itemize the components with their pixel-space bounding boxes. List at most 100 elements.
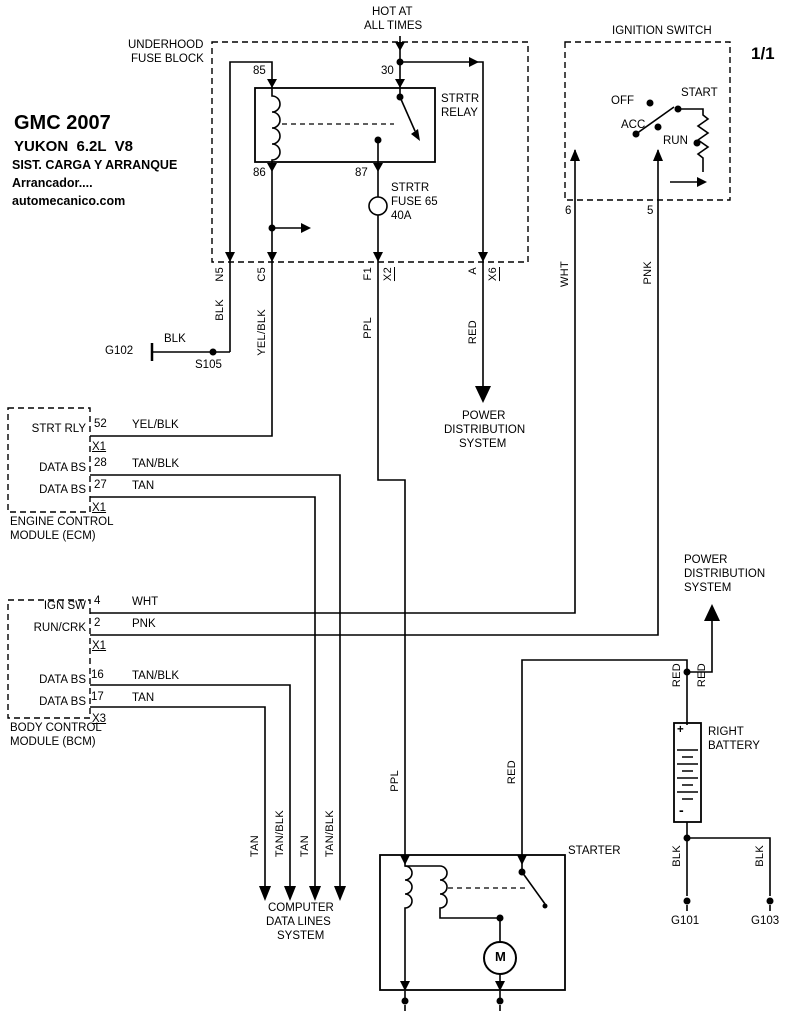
arrowheads — [225, 42, 720, 991]
relay-pin-86: 86 — [253, 167, 266, 179]
title-make-year: GMC 2007 — [14, 112, 111, 134]
fuse-block-name-2: FUSE BLOCK — [131, 53, 204, 65]
tan-bcm-wire — [90, 706, 266, 886]
battery-minus-terminal: - — [679, 802, 684, 818]
cdl-3: SYSTEM — [277, 930, 325, 942]
hot-at-label: HOT AT — [372, 6, 413, 18]
bcm-row-wire: TAN/BLK — [132, 670, 180, 682]
ignition-switch-name: IGNITION SWITCH — [612, 25, 712, 37]
bcm-row-pin: 17 — [91, 691, 104, 703]
wire-label-ppl-lower: PPL — [389, 770, 401, 792]
ecm-row-pin: 28 — [94, 457, 107, 469]
wire-label-red-battery-1: RED — [671, 663, 683, 688]
all-times-label: ALL TIMES — [364, 20, 423, 32]
ignition-resistor-symbol — [678, 108, 710, 172]
blk-g103-wire — [687, 837, 771, 896]
red-pds-wire — [687, 620, 713, 673]
ecm-row-pin: 52 — [94, 418, 107, 430]
starter-name: STARTER — [568, 845, 621, 857]
ecm-caption-2: MODULE (ECM) — [10, 530, 96, 542]
wire-label-ppl-upper: PPL — [362, 317, 374, 339]
wire-label-tan-2: TAN — [299, 835, 311, 858]
fuse-name-3: 40A — [391, 210, 412, 222]
battery-name-1: RIGHT — [708, 726, 744, 738]
ecm-box — [7, 407, 91, 513]
motor-letter: M — [495, 949, 506, 964]
ground-g102: G102 — [105, 345, 134, 357]
bcm-caption-2: MODULE (BCM) — [10, 736, 96, 748]
page-indicator: 1/1 — [751, 44, 775, 63]
bcm-row-wire: TAN — [132, 692, 155, 704]
bcm-row-name: IGN SW — [43, 600, 86, 612]
battery-plates-symbol — [677, 749, 698, 800]
relay-pin-85: 85 — [253, 65, 266, 77]
relay-pin-30: 30 — [381, 65, 394, 77]
junction-dots — [209, 58, 774, 1005]
bcm-row-name: DATA BS — [39, 696, 86, 708]
bcm-connector-x1: X1 — [92, 640, 107, 652]
ecm-connector-x1a: X1 — [92, 441, 107, 453]
bcm-row-pin: 16 — [91, 669, 104, 681]
connector-f1: F1 — [362, 267, 374, 281]
wire-label-wht: WHT — [559, 261, 571, 287]
pnk-wire — [90, 150, 659, 636]
relay-name-2: RELAY — [441, 107, 478, 119]
ecm-row-pin: 27 — [94, 479, 107, 491]
bcm-row-name: RUN/CRK — [33, 622, 86, 634]
tan-ecm-wire — [90, 496, 316, 886]
ignition-pos-acc: ACC — [621, 119, 646, 131]
connector-x2: X2 — [382, 267, 394, 282]
fuse-block-name-1: UNDERHOOD — [128, 39, 204, 51]
solenoid-coil-1 — [404, 865, 413, 988]
bcm-row-pin: 4 — [94, 595, 101, 607]
wire-label-red-feed: RED — [467, 320, 479, 345]
wire-label-pnk: PNK — [642, 261, 654, 285]
red-feed-wire — [400, 61, 484, 388]
relay-pin-87: 87 — [355, 167, 368, 179]
starter-box — [379, 854, 566, 991]
wire-label-blk-g101: BLK — [671, 845, 683, 867]
ecm-connector-x1b: X1 — [92, 502, 107, 514]
cdl-1: COMPUTER — [268, 902, 334, 914]
connector-x6: X6 — [487, 267, 499, 282]
ground-g103: G103 — [751, 915, 780, 927]
battery-plus-terminal: + — [677, 724, 684, 736]
wire-label-blk-g103: BLK — [754, 845, 766, 867]
ignition-pos-start: START — [681, 87, 718, 99]
pds-right-2: DISTRIBUTION — [684, 568, 766, 580]
ignition-pin-5: 5 — [647, 205, 654, 217]
bcm-connector-x3: X3 — [92, 713, 107, 725]
motor-symbol — [483, 941, 517, 975]
relay-name-1: STRTR — [441, 93, 480, 105]
cdl-2: DATA LINES — [266, 916, 331, 928]
pds-left-1: POWER — [462, 410, 506, 422]
connector-c5: C5 — [256, 267, 268, 282]
ignition-pos-run: RUN — [663, 135, 688, 147]
ecm-row-wire: TAN — [132, 480, 155, 492]
ppl-f1-wire — [377, 140, 406, 865]
solenoid-coil-2 — [439, 865, 501, 942]
ecm-row-name: STRT RLY — [31, 423, 86, 435]
wire-label-tanblk-2: TAN/BLK — [324, 810, 336, 858]
wire-label-red-battery-2: RED — [696, 663, 708, 688]
connector-a: A — [467, 267, 479, 275]
wire-label-tan-1: TAN — [249, 835, 261, 858]
bcm-row-name: DATA BS — [39, 674, 86, 686]
wire-label-red-starter: RED — [506, 760, 518, 785]
title-website: automecanico.com — [12, 194, 126, 208]
ignition-pin-6: 6 — [565, 205, 572, 217]
underhood-fuse-block-box — [211, 41, 529, 263]
blk-n5-wire — [229, 61, 273, 352]
bcm-row-wire: PNK — [132, 618, 156, 630]
wht-wire — [90, 150, 576, 614]
ignition-switch-box — [564, 41, 731, 201]
bcm-box — [7, 599, 91, 719]
connector-n5: N5 — [214, 267, 226, 282]
title-subsystem: Arrancador.... — [12, 176, 93, 190]
ecm-row-name: DATA BS — [39, 484, 86, 496]
fuse-name-2: FUSE 65 — [391, 196, 438, 208]
starter-contact-arm — [521, 871, 546, 905]
pds-right-1: POWER — [684, 554, 728, 566]
bcm-row-pin: 2 — [94, 617, 101, 629]
